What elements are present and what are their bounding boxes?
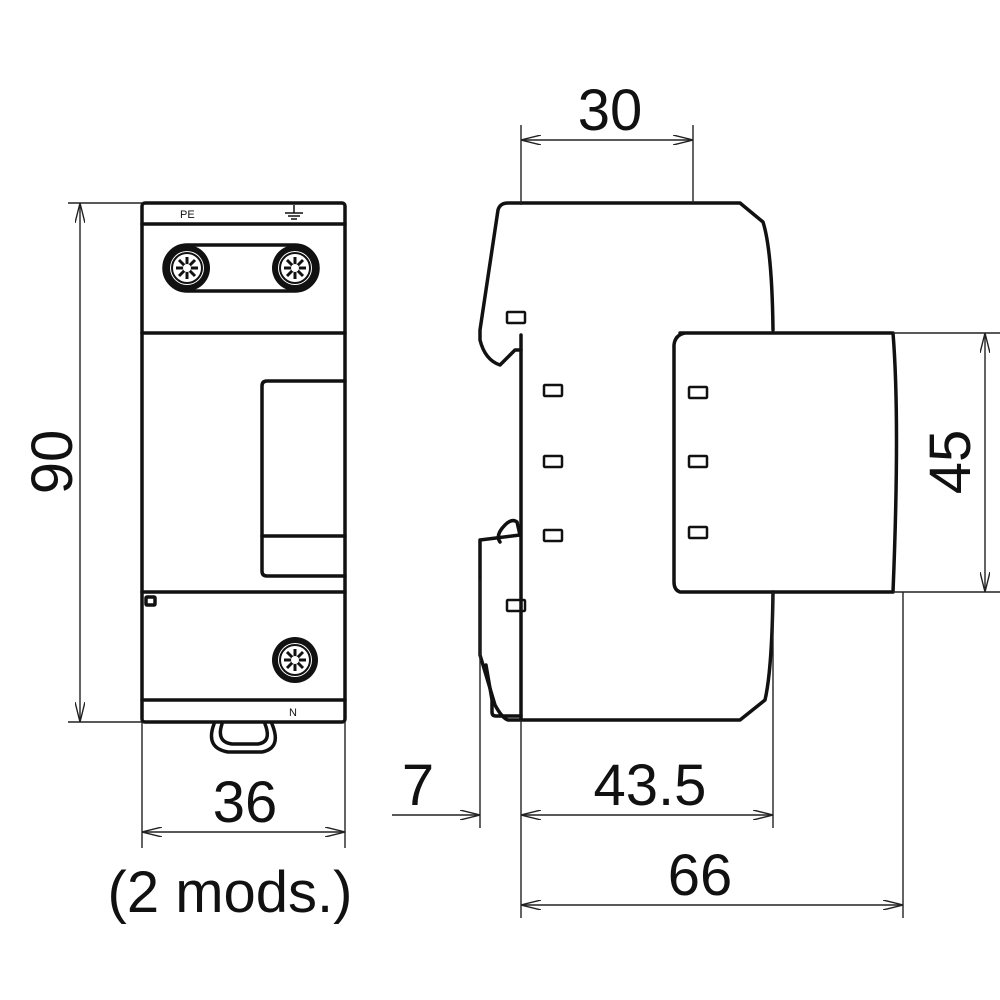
- din-clip: [209, 722, 278, 754]
- front-view: PE N 90 36 (2 mods.): [20, 201, 353, 925]
- modules-note: (2 mods.): [108, 860, 353, 925]
- ground-symbol-icon: [285, 205, 303, 220]
- dim-depth-43-5: 43.5: [594, 753, 707, 818]
- plug-window: [260, 379, 347, 578]
- screw-terminal-icon: [270, 243, 320, 293]
- screw-terminal-icon: [270, 635, 320, 685]
- dim-rail-7: 7: [402, 753, 434, 818]
- screw-terminal-icon: [162, 243, 212, 293]
- plug-module: [672, 331, 899, 594]
- dim-total-66: 66: [668, 843, 733, 908]
- front-housing: [140, 201, 347, 724]
- side-housing: [478, 201, 775, 367]
- vent-slots: [505, 310, 709, 613]
- pe-label: PE: [180, 209, 195, 221]
- dim-height-90: 90: [20, 430, 85, 495]
- side-view: 30 45 7 43.5 66: [392, 78, 1000, 918]
- dim-plug-45: 45: [918, 430, 983, 495]
- dim-top-30: 30: [578, 78, 643, 143]
- n-label: N: [289, 707, 297, 719]
- dim-width-36: 36: [213, 770, 278, 835]
